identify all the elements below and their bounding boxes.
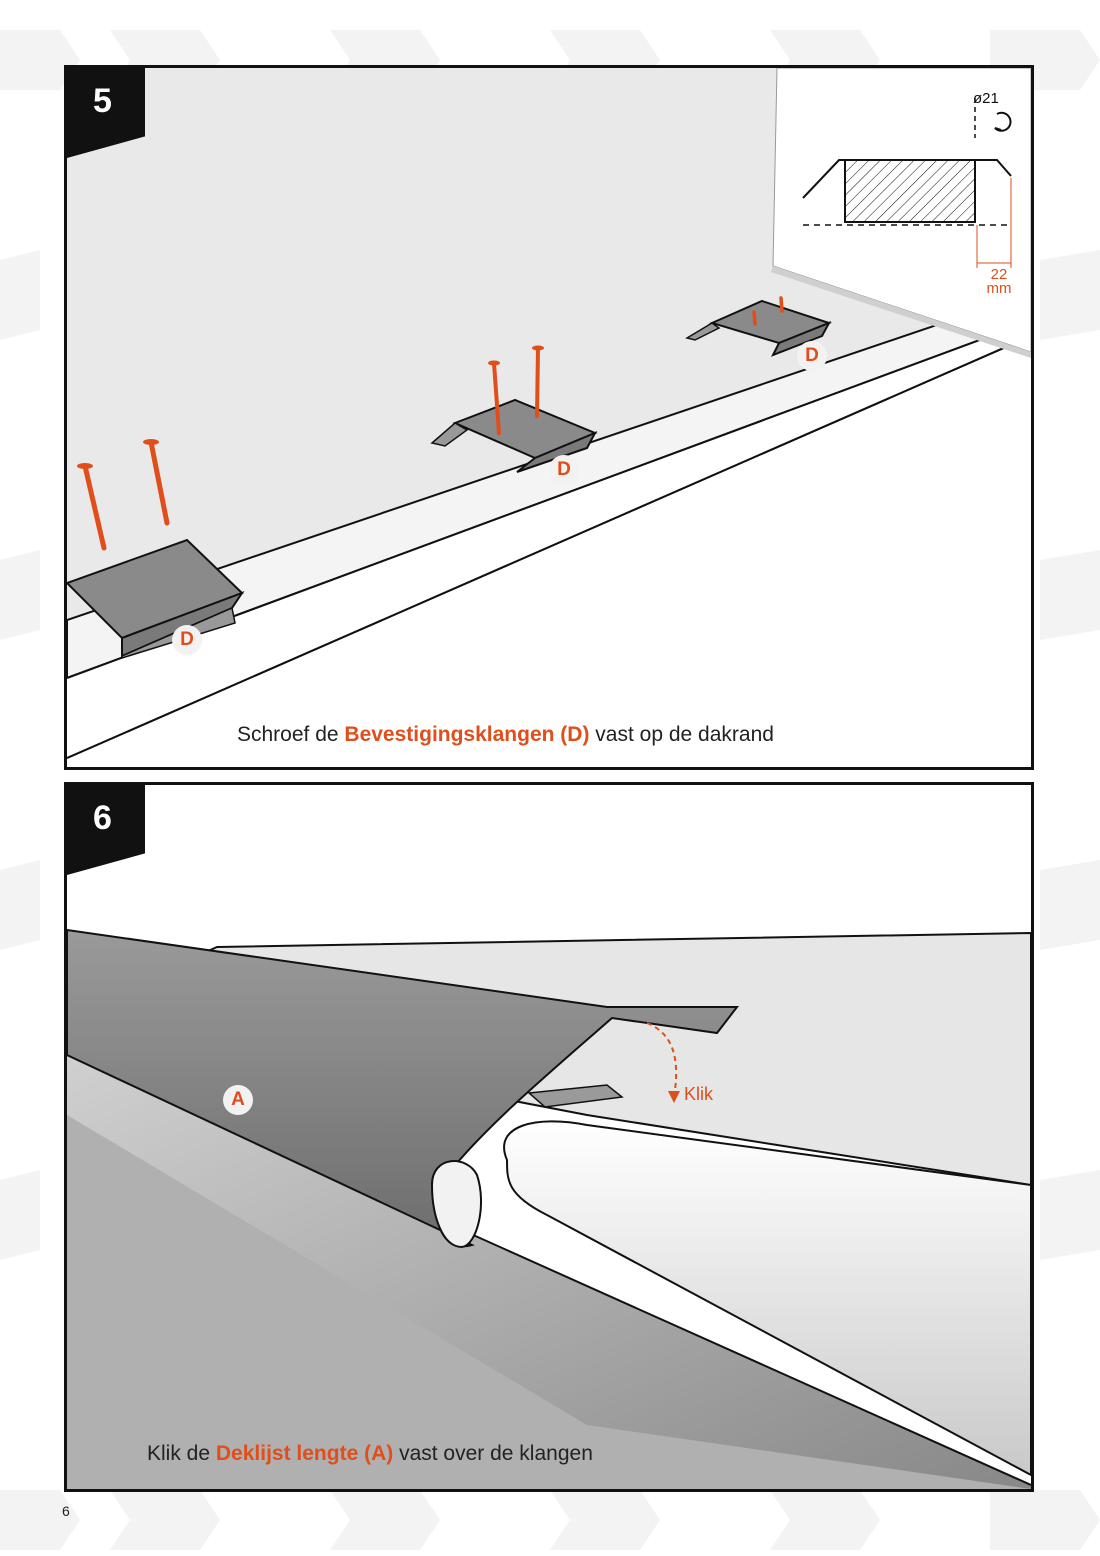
part-label-d-2: D [549, 455, 579, 485]
step-5-illustration [67, 68, 1031, 767]
caption-text: Klik de [147, 1442, 216, 1465]
clip-d-1 [67, 538, 245, 660]
caption-text: vast over de klangen [393, 1442, 593, 1465]
step-6-caption: Klik de Deklijst lengte (A) vast over de… [147, 1442, 1031, 1466]
page-number: 6 [62, 1503, 70, 1519]
klik-label: Klik [684, 1084, 714, 1104]
part-label-d-1: D [172, 625, 202, 655]
step-5-panel: 5 ø21 22 mm D D D Schroef de Bevestiging… [64, 65, 1034, 770]
caption-text: vast op de dakrand [589, 723, 774, 746]
length-dimension: 22 mm [973, 266, 1025, 297]
diameter-label: ø21 [973, 90, 999, 107]
length-value: 22 [990, 266, 1008, 283]
caption-highlight: Bevestigingsklangen (D) [344, 723, 590, 746]
caption-highlight: Deklijst lengte (A) [215, 1442, 394, 1465]
clip-d-2 [430, 398, 598, 473]
length-unit: mm [986, 280, 1012, 297]
caption-text: Schroef de [237, 723, 345, 746]
screws-1 [82, 439, 170, 551]
step-6-panel: 6 A Klik Klik de Deklijst lengte (A) vas… [64, 782, 1034, 1492]
detail-inset [771, 68, 1031, 358]
step-6-illustration [67, 785, 1031, 1489]
part-label-d-3: D [797, 341, 827, 371]
clip-d-3 [685, 299, 832, 357]
part-label-a: A [223, 1085, 253, 1115]
step-5-caption: Schroef de Bevestigingsklangen (D) vast … [237, 723, 1031, 747]
